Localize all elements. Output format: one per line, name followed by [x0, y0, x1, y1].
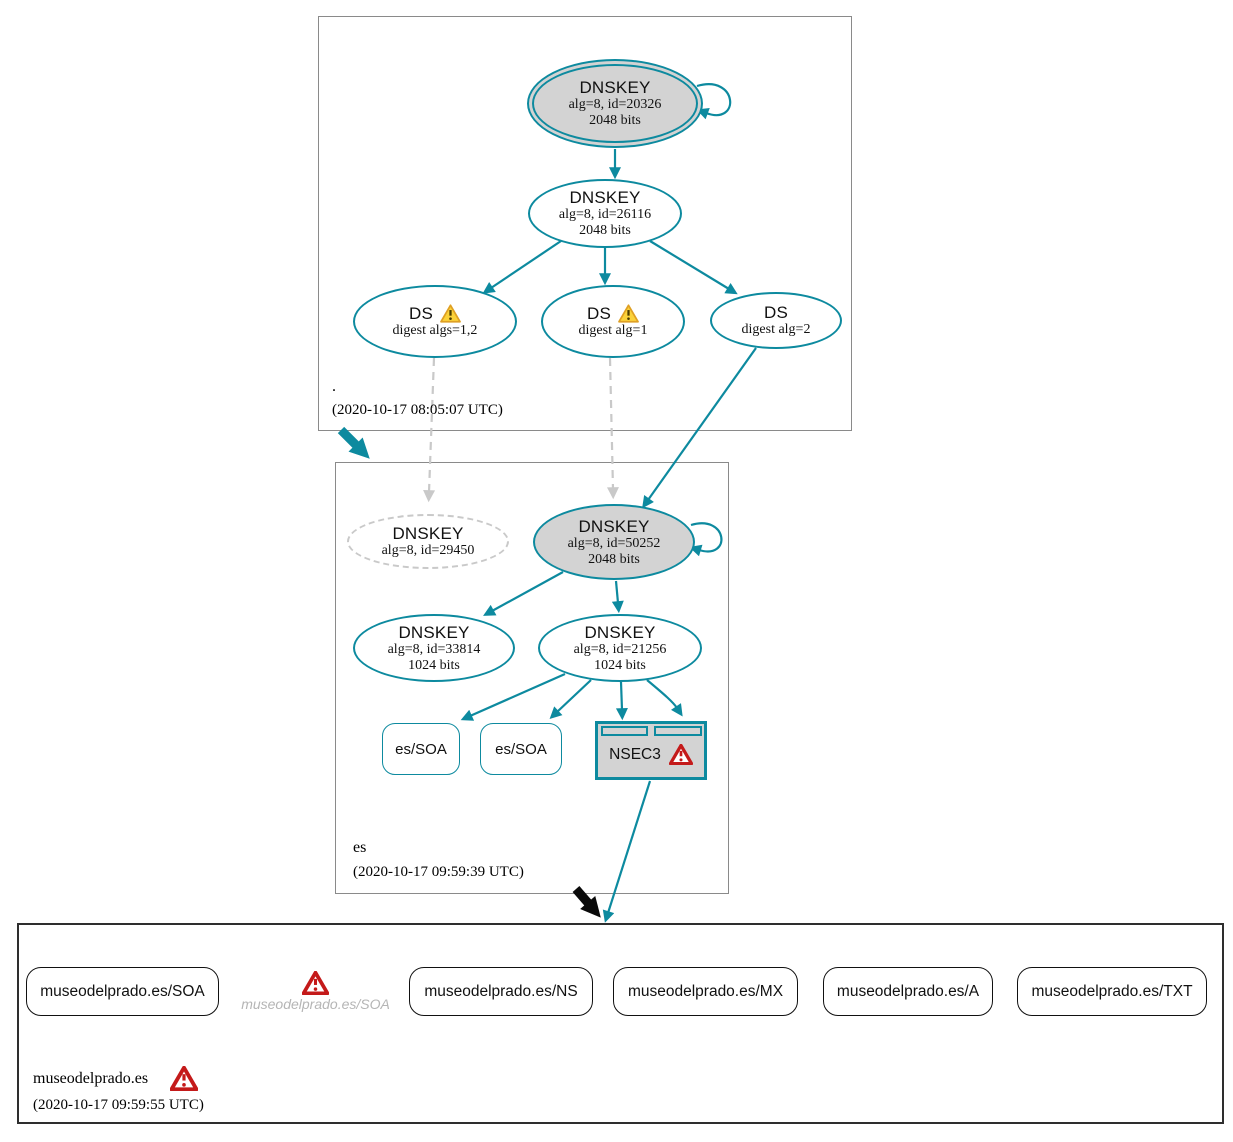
error-icon [302, 971, 329, 995]
warning-icon [440, 304, 461, 323]
nsec3-cell-left [601, 726, 648, 736]
dnskey-type: DNSKEY [578, 516, 650, 536]
rrset-label: museodelprado.es/MX [627, 982, 784, 1000]
nsec3-cell-right [654, 726, 702, 736]
dnskey-ksk-50252[interactable]: DNSKEY alg=8, id=50252 2048 bits [533, 504, 695, 580]
rrset-label: es/SOA [495, 740, 547, 758]
ds-algs-1-2[interactable]: DS digest algs=1,2 [353, 285, 517, 358]
rrset-label: museodelprado.es/TXT [1031, 982, 1193, 1000]
ds-alg-2[interactable]: DS digest alg=2 [710, 292, 842, 349]
dnskey-type: DNSKEY [584, 622, 656, 642]
zone-box-museodelprado [17, 923, 1224, 1124]
rrset-museodelprado-txt[interactable]: museodelprado.es/TXT [1017, 967, 1207, 1016]
zone-timestamp-museodelprado: (2020-10-17 09:59:55 UTC) [33, 1097, 204, 1113]
dnskey-29450-missing[interactable]: DNSKEY alg=8, id=29450 [347, 514, 509, 569]
dnskey-type: DNSKEY [579, 78, 651, 97]
dnskey-alg: alg=8, id=29450 [381, 543, 475, 558]
dnskey-type: DNSKEY [392, 524, 464, 543]
rrset-museodelprado-soa-missing[interactable]: museodelprado.es/SOA [241, 971, 390, 1012]
dnskey-ksk-20326[interactable]: DNSKEY alg=8, id=20326 2048 bits [527, 59, 703, 148]
dnskey-bits: 1024 bits [408, 657, 460, 673]
rrset-museodelprado-soa[interactable]: museodelprado.es/SOA [26, 967, 219, 1016]
zone-box-es [335, 462, 729, 894]
rrset-label: museodelprado.es/SOA [241, 996, 390, 1012]
rrset-es-soa-2[interactable]: es/SOA [480, 723, 562, 775]
dnskey-alg: alg=8, id=33814 [387, 641, 481, 657]
dnskey-21256[interactable]: DNSKEY alg=8, id=21256 1024 bits [538, 614, 702, 682]
dnskey-alg: alg=8, id=20326 [568, 97, 662, 112]
zone-label-museodelprado: museodelprado.es [33, 1066, 199, 1091]
rrset-museodelprado-mx[interactable]: museodelprado.es/MX [613, 967, 798, 1016]
dnskey-zsk-26116[interactable]: DNSKEY alg=8, id=26116 2048 bits [528, 179, 682, 248]
nsec3-node[interactable]: NSEC3 [595, 721, 707, 780]
ds-digest: digest algs=1,2 [392, 323, 478, 338]
edge-root-to-es-zone [337, 426, 370, 459]
error-icon [668, 744, 693, 765]
dnskey-alg: alg=8, id=26116 [558, 207, 652, 222]
nsec3-label: NSEC3 [609, 745, 661, 763]
ds-alg-1[interactable]: DS digest alg=1 [541, 285, 685, 358]
dnskey-type: DNSKEY [569, 188, 641, 207]
ds-type: DS [763, 303, 789, 322]
ds-digest: digest alg=1 [578, 323, 648, 338]
rrset-museodelprado-ns[interactable]: museodelprado.es/NS [409, 967, 593, 1016]
warning-icon [618, 304, 639, 323]
zone-label-root: . [332, 378, 336, 395]
rrset-label: es/SOA [395, 740, 447, 758]
zone-box-root [318, 16, 852, 431]
zone-name: museodelprado.es [33, 1069, 149, 1087]
dnskey-33814[interactable]: DNSKEY alg=8, id=33814 1024 bits [353, 614, 515, 682]
dnskey-bits: 2048 bits [579, 223, 631, 238]
dnskey-alg: alg=8, id=50252 [567, 535, 661, 551]
zone-timestamp-root: (2020-10-17 08:05:07 UTC) [332, 402, 503, 418]
dnskey-type: DNSKEY [398, 622, 470, 642]
dnskey-alg: alg=8, id=21256 [573, 641, 667, 657]
zone-timestamp-es: (2020-10-17 09:59:39 UTC) [353, 864, 524, 880]
dnskey-bits: 2048 bits [588, 551, 640, 567]
rrset-label: museodelprado.es/SOA [40, 982, 205, 1000]
dnskey-bits: 2048 bits [589, 113, 641, 128]
ds-type: DS [586, 304, 612, 323]
rrset-label: museodelprado.es/NS [424, 982, 578, 1000]
rrset-museodelprado-a[interactable]: museodelprado.es/A [823, 967, 993, 1016]
rrset-es-soa-1[interactable]: es/SOA [382, 723, 460, 775]
rrset-label: museodelprado.es/A [836, 982, 980, 1000]
dnskey-ksk-20326-inner: DNSKEY alg=8, id=20326 2048 bits [532, 64, 698, 143]
error-icon [170, 1066, 199, 1091]
zone-label-es: es [353, 839, 367, 856]
dnskey-bits: 1024 bits [594, 657, 646, 673]
ds-digest: digest alg=2 [741, 322, 811, 337]
ds-type: DS [408, 304, 434, 323]
